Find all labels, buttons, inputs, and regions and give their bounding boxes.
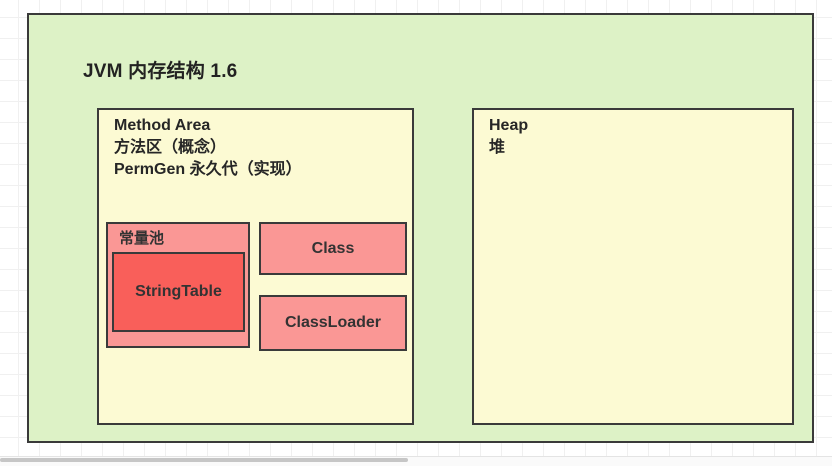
heap-subtitle-cn: 堆 <box>489 139 506 156</box>
constant-pool-label: 常量池 <box>119 230 165 247</box>
horizontal-scrollbar-track[interactable] <box>0 456 832 466</box>
method-area-title: Method Area <box>114 117 211 134</box>
string-table-label: StringTable <box>135 283 222 300</box>
class-loader-box: ClassLoader <box>259 295 407 351</box>
method-area-permgen-label: PermGen 永久代（实现） <box>114 161 302 178</box>
class-loader-label: ClassLoader <box>284 314 382 331</box>
heap-box: Heap 堆 <box>472 108 794 425</box>
class-label: Class <box>311 239 355 257</box>
horizontal-scrollbar-thumb[interactable] <box>0 458 408 462</box>
diagram-title: JVM 内存结构 1.6 <box>83 61 238 82</box>
method-area-subtitle-cn: 方法区（概念） <box>114 139 227 156</box>
class-box: Class <box>259 222 407 275</box>
string-table-box: StringTable <box>112 252 245 332</box>
jvm-memory-diagram-frame: JVM 内存结构 1.6 Method Area 方法区（概念） PermGen… <box>27 13 814 443</box>
heap-title: Heap <box>489 117 529 134</box>
